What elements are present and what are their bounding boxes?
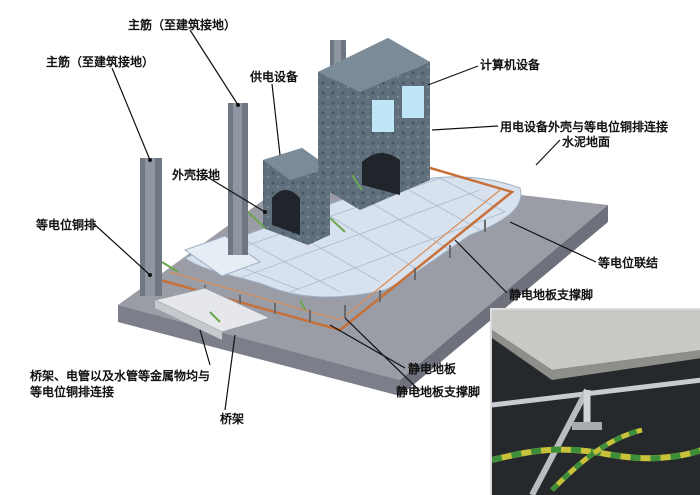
- label-equipotential-busbar: 等电位铜排: [36, 218, 97, 232]
- label-power-equipment: 供电设备: [250, 70, 299, 84]
- steel-column-middle: [228, 103, 248, 255]
- concrete-slab-side: [400, 205, 608, 396]
- inset-photo-raised-floor: [490, 308, 700, 495]
- label-enclosure-ground: 外壳接地: [172, 168, 221, 182]
- label-computer-equipment: 计算机设备: [480, 58, 541, 72]
- steel-column-left: [140, 158, 162, 296]
- label-support-leg-right: 静电地板支撑脚: [509, 288, 594, 302]
- label-antistatic-floor: 静电地板: [408, 362, 457, 376]
- equipotential-copper-ring: [159, 163, 515, 332]
- label-cable-tray: 桥架: [220, 412, 245, 426]
- label-equipotential-bond: 等电位联结: [598, 256, 659, 270]
- equipotential-copper-ring-inner: [169, 189, 501, 321]
- leader-lines: [93, 29, 597, 411]
- label-shell-bond: 用电设备外壳与等电位铜排连接: [500, 120, 669, 134]
- computer-screen-1: [372, 100, 394, 132]
- cable-tray-front: [155, 300, 222, 340]
- ground-wires: [161, 174, 363, 323]
- power-equipment-cabinet: [263, 148, 330, 245]
- label-main-rebar-left: 主筋（至建筑接地）: [46, 55, 155, 69]
- label-support-leg-bottom: 静电地板支撑脚: [396, 385, 481, 399]
- label-bridge-metal: 桥架、电管以及水管等金属物均与等电位铜排连接: [30, 369, 211, 399]
- computer-equipment-cabinet: [318, 38, 430, 210]
- label-main-rebar-top: 主筋（至建筑接地）: [128, 18, 237, 32]
- concrete-slab-front: [118, 305, 400, 396]
- label-cement-floor: 水泥地面: [562, 135, 611, 149]
- computer-screen-2: [402, 86, 424, 118]
- label-dots: [148, 103, 267, 277]
- lifted-floor-tile: [183, 235, 262, 277]
